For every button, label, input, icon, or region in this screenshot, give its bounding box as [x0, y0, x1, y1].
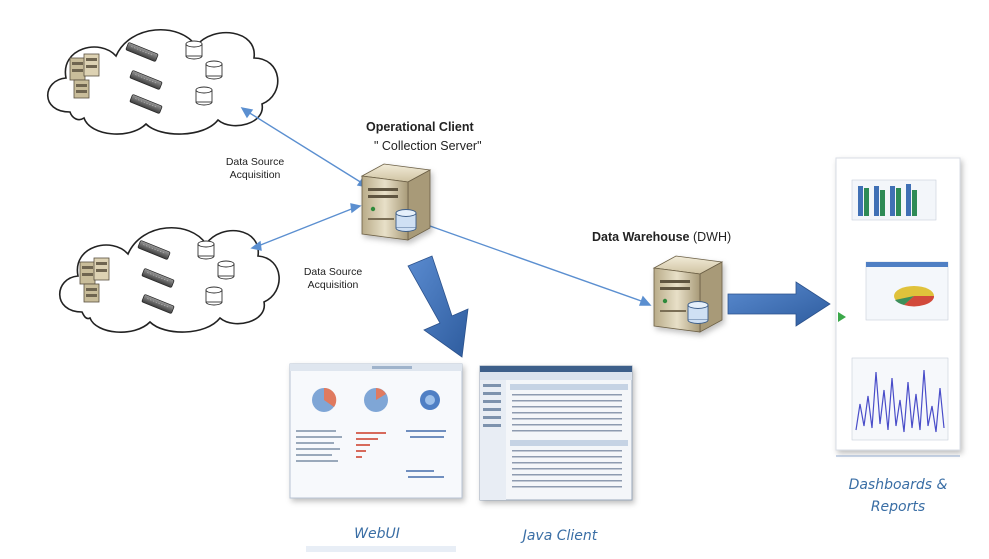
webui-screenshot: [289, 363, 463, 499]
database-icon: [217, 260, 235, 280]
database-icon: [185, 40, 203, 60]
operational-client-subtitle: " Collection Server": [374, 139, 482, 153]
connector-lines: [240, 107, 652, 306]
dwh-title: Data Warehouse: [592, 230, 690, 244]
data-source-bottom-line2: Acquisition: [307, 279, 359, 291]
database-icon: [205, 60, 223, 80]
dwh-suffix: (DWH): [689, 230, 732, 244]
database-icon: [205, 286, 223, 306]
data-source-top-line2: Acquisition: [229, 169, 281, 181]
database-icon: [197, 240, 215, 260]
dashboards-line2: Reports: [870, 499, 926, 515]
dashboards-caption: Dashboards & Reports: [830, 474, 966, 518]
dashboards-screenshot: [835, 157, 961, 451]
java-client-screenshot: [479, 365, 633, 501]
data-source-top-line1: Data Source: [225, 156, 285, 168]
dwh-server-icon: [653, 255, 723, 333]
arrow-right-icon: [727, 281, 831, 327]
webui-caption: WebUI: [354, 526, 400, 542]
dashboards-line1: Dashboards &: [848, 477, 948, 493]
java-client-caption: Java Client: [522, 528, 598, 544]
collection-server-icon: [361, 163, 431, 241]
database-icon: [195, 86, 213, 106]
operational-client-title: Operational Client: [366, 120, 474, 134]
data-source-label-top: Data Source Acquisition: [200, 156, 310, 182]
data-source-bottom-line1: Data Source: [303, 266, 363, 278]
cloud-top-icon: [46, 28, 279, 135]
arrow-down-icon: [407, 255, 469, 358]
data-source-label-bottom: Data Source Acquisition: [278, 266, 388, 292]
dwh-label: Data Warehouse (DWH): [592, 230, 731, 244]
